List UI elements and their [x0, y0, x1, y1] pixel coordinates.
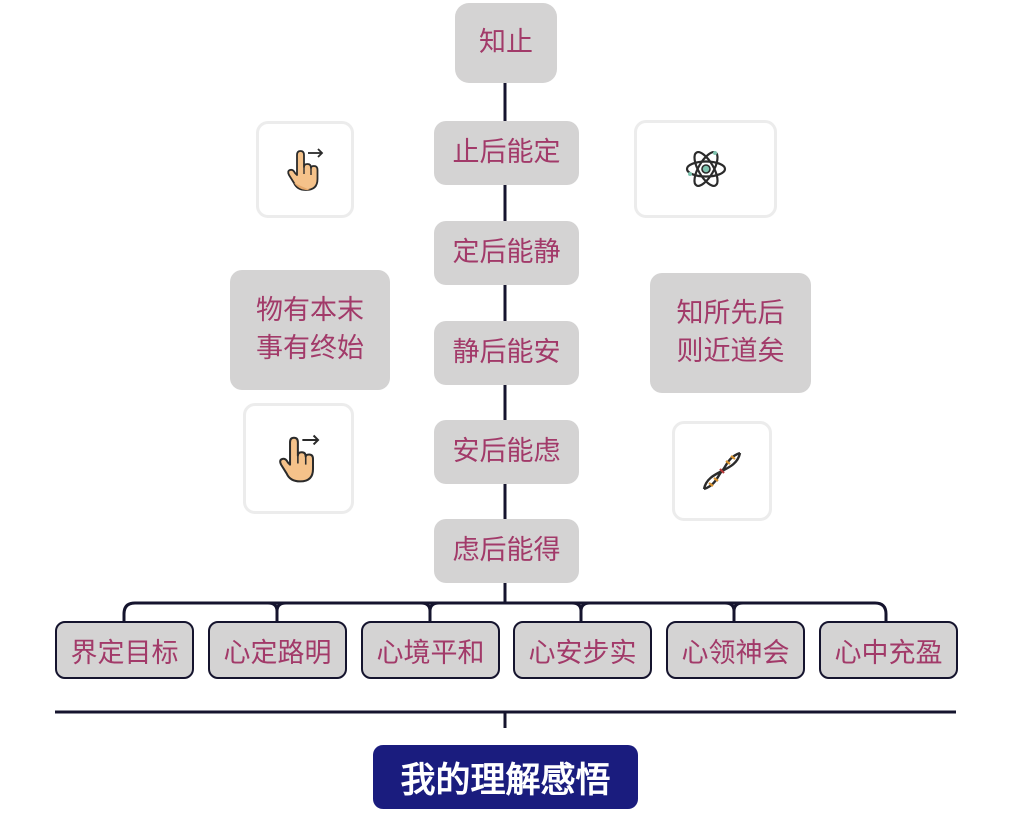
leaf-node-label: 心中充盈	[834, 637, 943, 669]
pointing-hand-icon	[278, 434, 319, 482]
chain-node-4[interactable]: 安后能虑	[434, 420, 579, 484]
side-note-right-line2: 则近道矣	[676, 336, 785, 367]
dna-icon	[702, 451, 742, 491]
side-note-left-line2: 事有终始	[256, 333, 364, 364]
chain-node-label: 安后能虑	[452, 436, 561, 468]
branch-arc-2b	[267, 601, 279, 612]
leaf-node-label: 心定路明	[223, 637, 332, 669]
footer-title: 我的理解感悟	[373, 745, 638, 809]
pointing-hand-icon	[287, 147, 324, 191]
branch-bracket	[122, 601, 888, 622]
side-note-right-line1: 知所先后	[676, 297, 785, 329]
chain-node-label: 静后能安	[452, 337, 561, 369]
icon-box-top-right	[634, 120, 777, 218]
leaf-node-1[interactable]: 界定目标	[55, 621, 194, 679]
leaf-node-label: 心境平和	[376, 637, 485, 669]
leaf-node-5[interactable]: 心领神会	[666, 621, 805, 679]
icon-box-bottom-right	[672, 421, 772, 521]
chain-node-5[interactable]: 虑后能得	[434, 519, 579, 583]
chain-node-label: 定后能静	[452, 237, 561, 269]
leaf-node-label: 心安步实	[528, 637, 637, 669]
chain-node-2[interactable]: 定后能静	[434, 221, 579, 285]
chain-node-label: 虑后能得	[452, 535, 561, 567]
footer-title-label: 我的理解感悟	[400, 760, 611, 801]
leaf-node-6[interactable]: 心中充盈	[819, 621, 958, 679]
icon-box-top-left	[256, 121, 354, 218]
root-node[interactable]: 知止	[455, 3, 557, 83]
leaf-node-4[interactable]: 心安步实	[513, 621, 652, 679]
leaf-node-label: 界定目标	[70, 637, 179, 669]
chain-node-label: 止后能定	[452, 137, 561, 169]
leaf-node-3[interactable]: 心境平和	[361, 621, 500, 679]
leaf-node-2[interactable]: 心定路明	[208, 621, 347, 679]
branch-arc-5b	[724, 601, 736, 612]
root-node-label: 知止	[479, 27, 533, 59]
atom-icon	[685, 151, 726, 187]
leaf-node-label: 心领神会	[681, 637, 790, 669]
chain-node-1[interactable]: 止后能定	[434, 121, 579, 185]
branch-arc-4b	[571, 601, 583, 612]
side-note-left[interactable]: 物有本末 事有终始	[230, 270, 390, 390]
side-note-left-line1: 物有本末	[256, 294, 364, 326]
chain-node-3[interactable]: 静后能安	[434, 321, 579, 385]
icon-box-bottom-left	[243, 403, 354, 514]
side-note-right[interactable]: 知所先后 则近道矣	[650, 273, 811, 393]
branch-arc-3b	[420, 601, 432, 612]
